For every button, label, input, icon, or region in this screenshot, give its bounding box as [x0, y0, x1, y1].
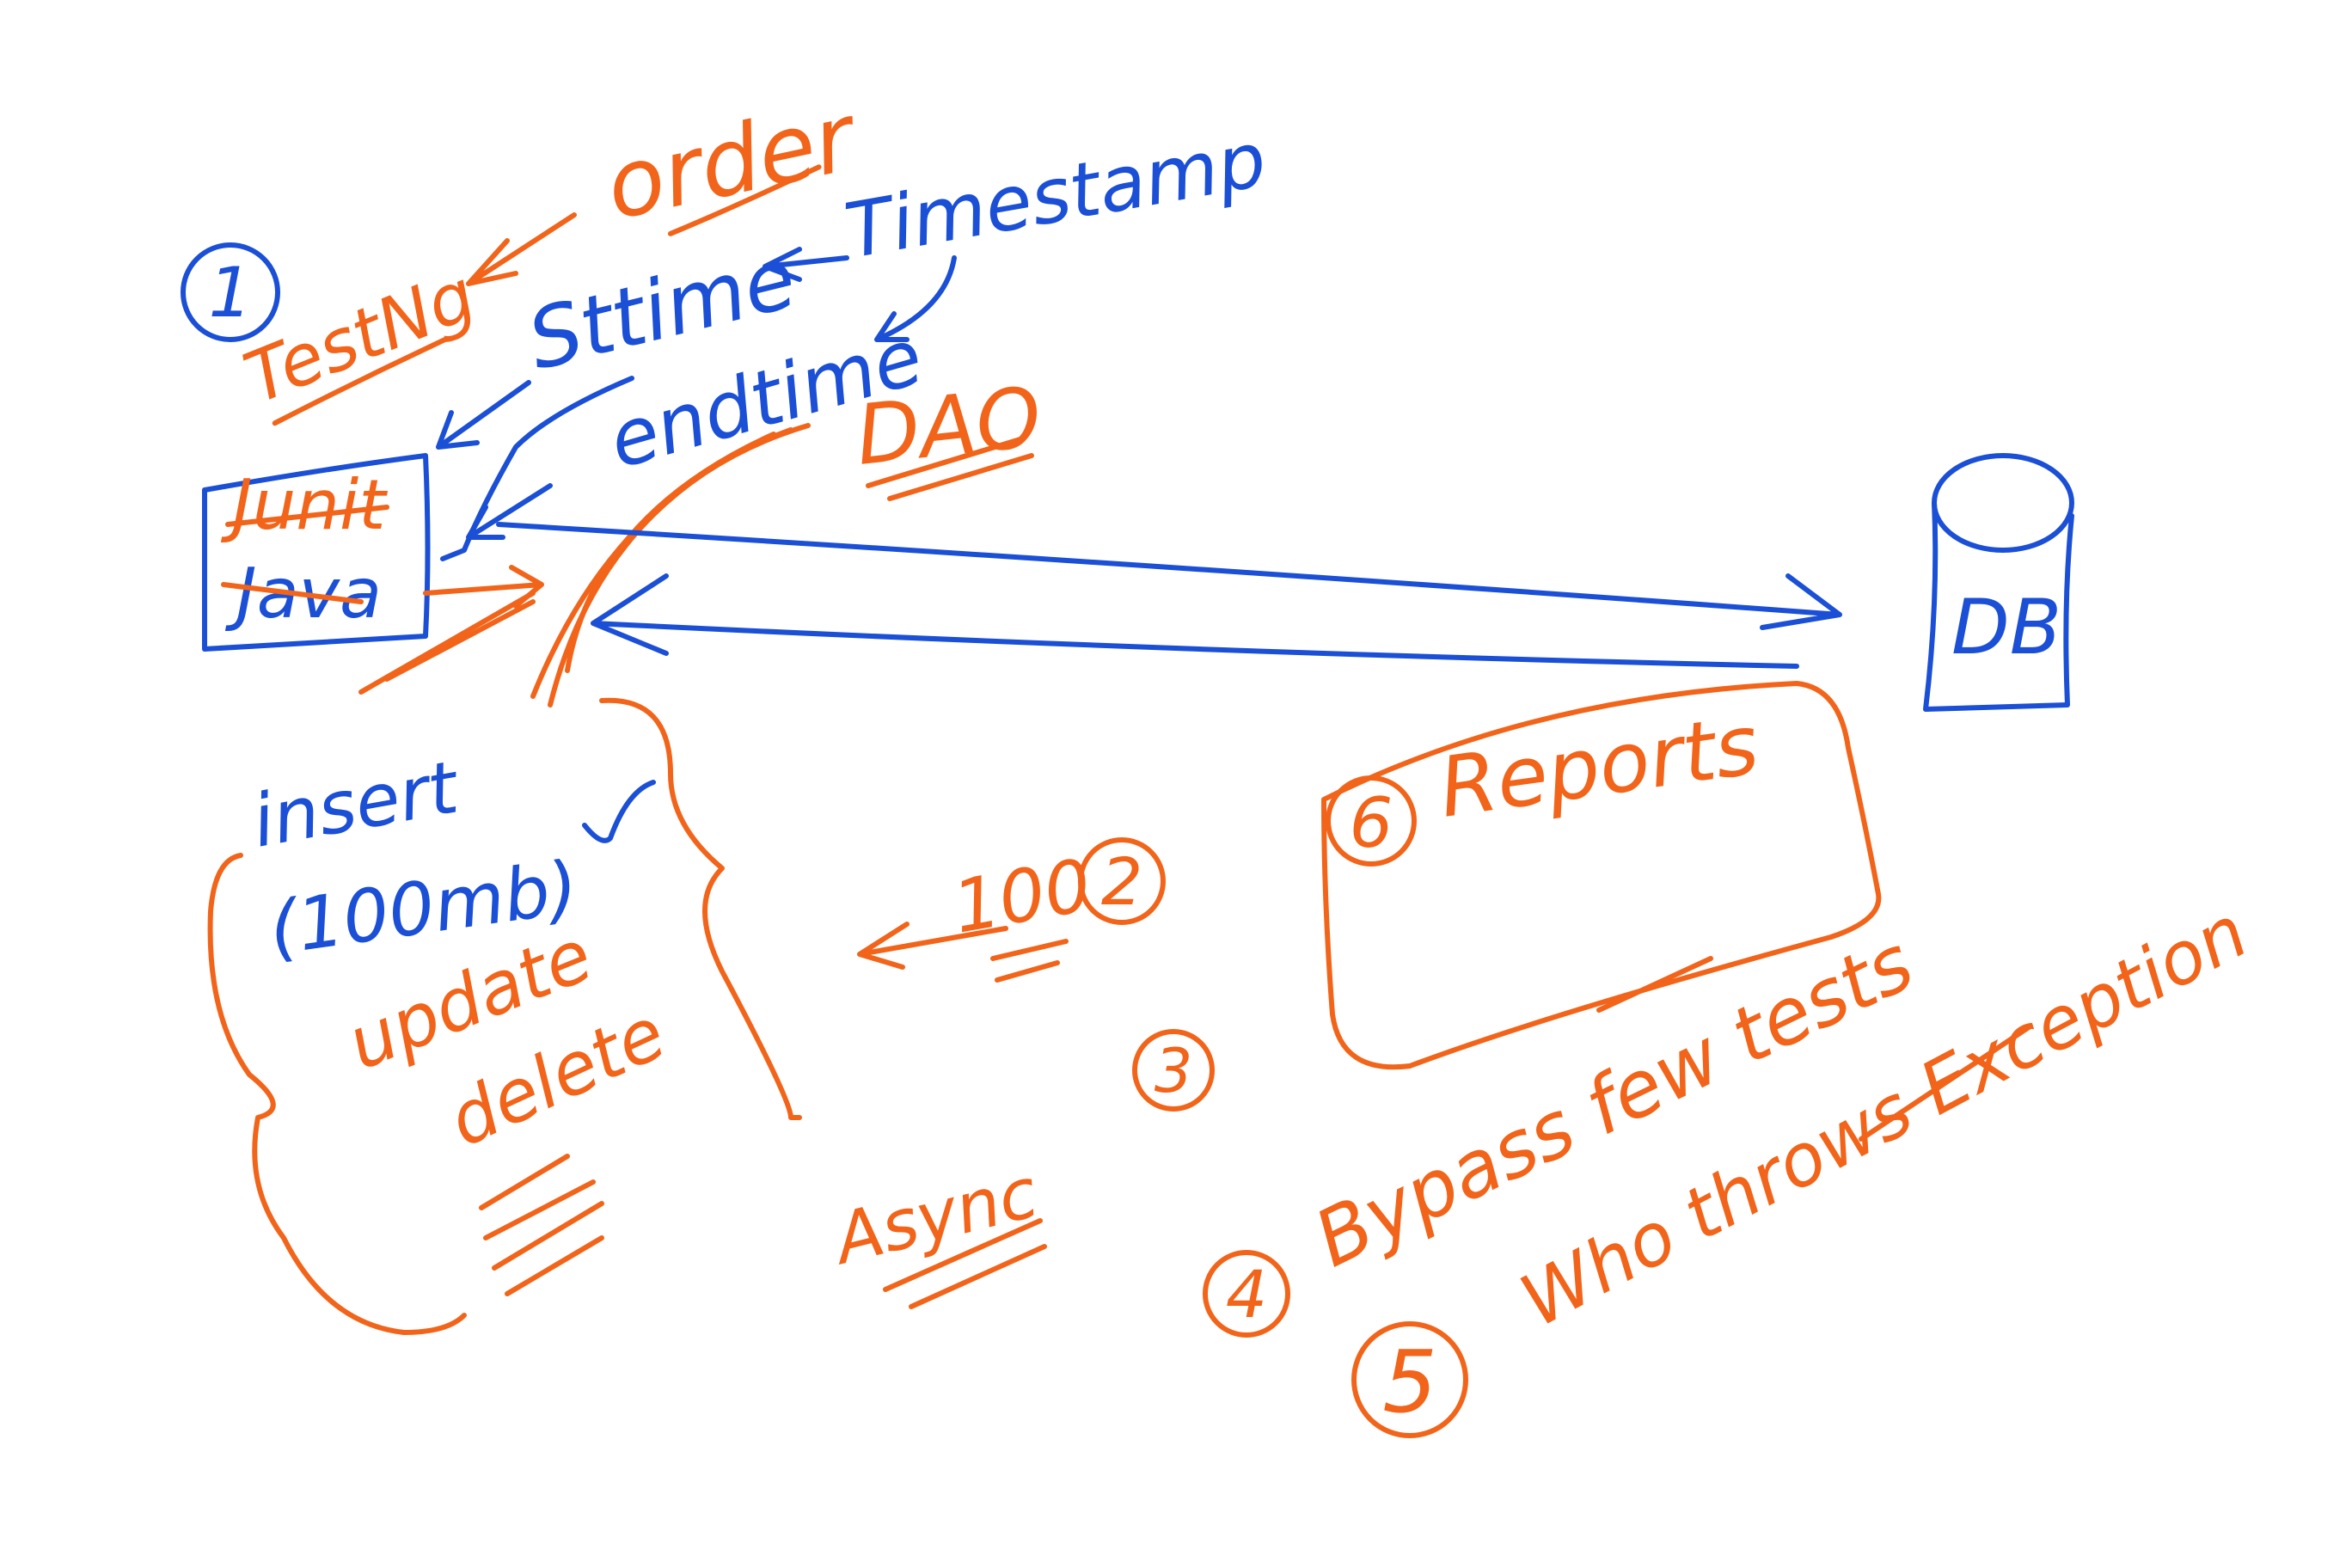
operations-brace [207, 697, 802, 1335]
step-6-marker: 6 [1326, 775, 1417, 867]
insert-label: insert [246, 744, 466, 864]
more-lines-marks [479, 1154, 604, 1296]
testng-label: TestNg [234, 254, 487, 420]
junit-strikethrough [225, 505, 389, 527]
java-box: Junit Java [202, 453, 431, 652]
arrow-timestamp-to-endtime [874, 255, 957, 342]
order-label-group: order [597, 83, 867, 242]
step-2-number: 2 [1101, 843, 1142, 920]
timestamp-label: Timestamp [839, 114, 1272, 275]
dao-label-group: DAO [852, 369, 1046, 501]
arrow-timestamp-to-sttime [763, 247, 849, 282]
async-label-group: Async [823, 1153, 1047, 1309]
step-6-number: 6 [1350, 783, 1393, 863]
hundred-label: 100 [946, 842, 1097, 949]
step-1-marker: 1 [181, 242, 280, 342]
order-label: order [597, 83, 867, 242]
step-3-marker: 3 [1132, 1029, 1215, 1112]
hundred-underline-2 [995, 960, 1060, 983]
junit-label: Junit [220, 465, 388, 545]
step-4-number: 4 [1226, 1256, 1267, 1332]
arrow-sttime-to-java [436, 380, 531, 450]
db-cylinder: DB [1923, 453, 2074, 712]
java-strikethrough [221, 582, 364, 604]
testng-label-group: TestNg [234, 254, 487, 426]
dao-label: DAO [852, 369, 1046, 484]
arrow-java-to-db [496, 522, 1842, 630]
reports-box-underline [1596, 956, 1713, 1013]
step-5-marker: 5 [1351, 1321, 1468, 1438]
arrow-100 [857, 922, 1008, 970]
arrow-db-to-java [591, 573, 1799, 669]
step-5-number: 5 [1382, 1332, 1437, 1432]
hundred-underline-1 [990, 939, 1069, 961]
step-2-marker: 2 [1078, 837, 1166, 925]
arrow-endtime-to-java [466, 483, 553, 540]
checkmark-icon [582, 780, 656, 843]
db-label: DB [1951, 583, 2061, 671]
step-3-number: 3 [1155, 1036, 1193, 1106]
reports-label: Reports [1434, 696, 1765, 836]
exception-underline [1859, 1025, 2031, 1142]
step-4-marker: 4 [1203, 1250, 1290, 1338]
orange-slash-2 [384, 599, 536, 682]
arrow-order-to-testng [466, 212, 577, 286]
step-1-number: 1 [209, 253, 253, 333]
